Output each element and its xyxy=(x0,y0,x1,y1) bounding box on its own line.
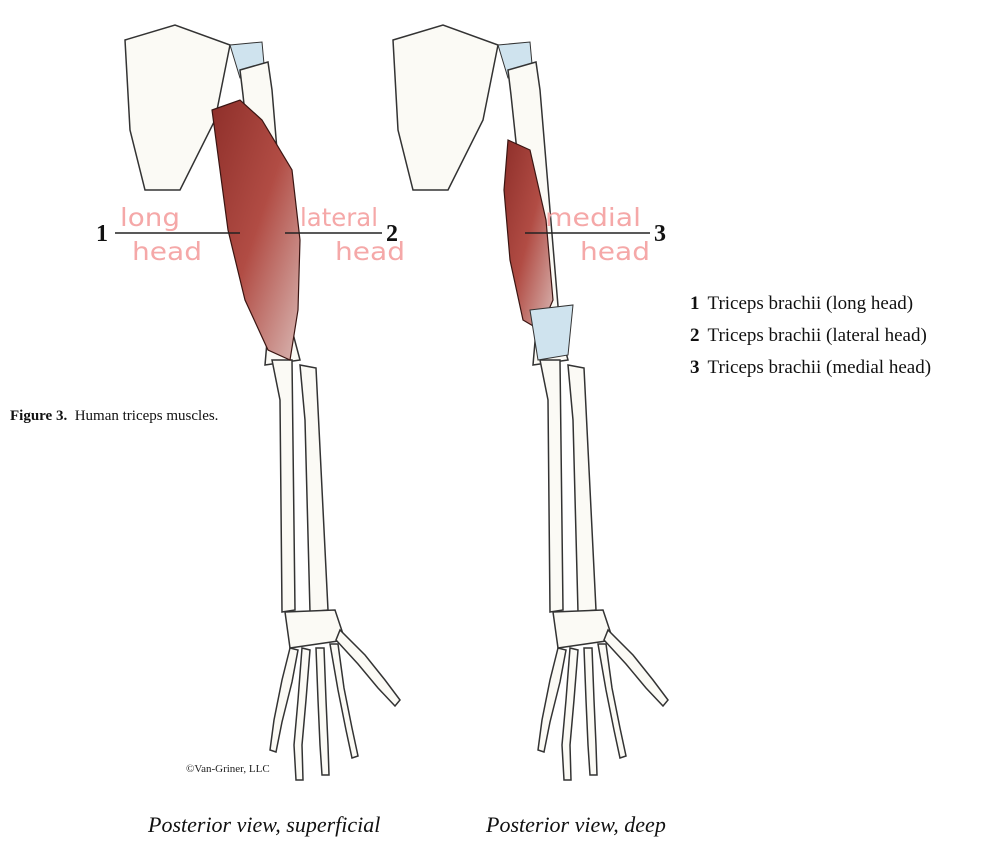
copyright: ©Van-Griner, LLC xyxy=(186,763,270,775)
handwritten-medial: medial xyxy=(545,203,641,232)
caption-text: Human triceps muscles. xyxy=(74,408,219,424)
legend-text: Triceps brachii (lateral head) xyxy=(707,325,927,346)
legend-text: Triceps brachii (long head) xyxy=(707,293,914,314)
legend-item: 2 Triceps brachii (lateral head) xyxy=(690,325,927,347)
legend-text: Triceps brachii (medial head) xyxy=(707,357,932,378)
figure-caption: Figure 3. Human triceps muscles. xyxy=(10,406,230,427)
legend-num: 2 xyxy=(690,325,700,346)
marker-1: 1 xyxy=(96,221,108,247)
handwritten-long: long xyxy=(120,203,180,232)
legend-item: 1 Triceps brachii (long head) xyxy=(690,293,913,315)
triceps-superficial-muscle xyxy=(211,99,301,361)
legend-item: 3 Triceps brachii (medial head) xyxy=(690,357,931,379)
arm-deep xyxy=(392,24,669,781)
legend-num: 3 xyxy=(690,357,700,378)
figure-number: Figure 3. xyxy=(10,408,68,424)
view-label-superficial: Posterior view, superficial xyxy=(148,812,381,837)
marker-2: 2 xyxy=(386,221,398,247)
handwritten-head-1: head xyxy=(132,237,202,266)
handwritten-head-3: head xyxy=(580,237,650,266)
arm-superficial xyxy=(124,24,401,781)
handwritten-head-2: head xyxy=(335,237,405,266)
handwritten-lateral: lateral xyxy=(300,203,378,232)
view-label-deep: Posterior view, deep xyxy=(486,812,666,837)
legend-num: 1 xyxy=(690,293,700,314)
marker-3: 3 xyxy=(654,221,666,247)
